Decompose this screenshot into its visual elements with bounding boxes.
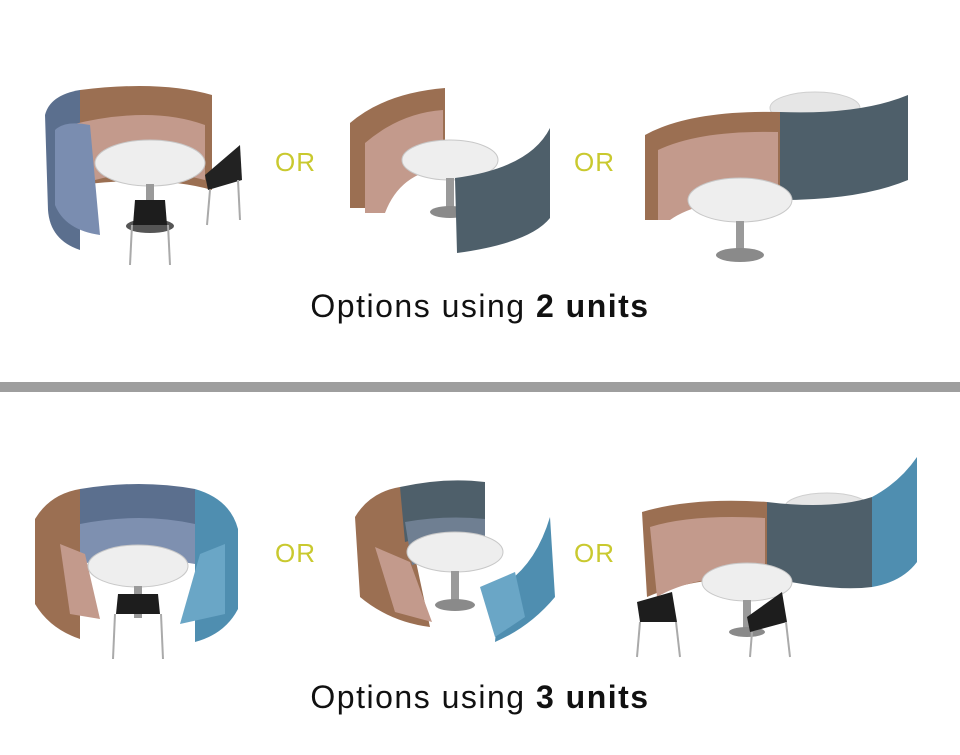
chair-right (747, 592, 787, 632)
left-seat (375, 547, 432, 622)
caption-bold: 3 units (535, 679, 650, 715)
unit-right-shell (455, 128, 550, 253)
or-separator: OR (275, 538, 316, 568)
two-unit-serpentine-booth-image (645, 91, 908, 262)
section-divider (0, 382, 960, 392)
or-separator: OR (574, 538, 615, 568)
table-stem (451, 571, 459, 603)
left-seat (60, 544, 100, 619)
table-base (435, 599, 475, 611)
table-base (716, 248, 764, 262)
chair-left (637, 592, 677, 622)
booth-seat-left (55, 123, 100, 235)
table-top (87, 544, 189, 588)
caption-three-units: Options using 3 units (0, 679, 960, 716)
unit-left-seat (650, 517, 765, 597)
chair-right (205, 145, 242, 190)
two-unit-section: OR OR Options using 2 units (0, 86, 960, 325)
or-separator: OR (574, 147, 615, 177)
table-stem (743, 600, 751, 630)
caption-prefix: Options using (310, 679, 536, 715)
two-unit-offset-booth-image (350, 88, 550, 253)
right-seat (180, 544, 225, 624)
table-top-front (687, 177, 793, 223)
right-seat (480, 572, 525, 637)
unit-right-shell (780, 95, 908, 200)
caption-prefix: Options using (310, 288, 536, 324)
three-unit-open-circle-booth-image (355, 480, 555, 642)
three-unit-section: OR OR Options using 3 units (0, 392, 960, 755)
table-top (94, 139, 206, 187)
chair-front (133, 200, 167, 225)
table-top (406, 531, 504, 573)
or-separator: OR (275, 147, 316, 177)
unit-middle-shell (767, 497, 872, 589)
table-stem (736, 221, 744, 253)
three-unit-serpentine-booth-image (636, 457, 917, 658)
caption-bold: 2 units (535, 288, 650, 324)
three-unit-full-circle-booth-image (35, 484, 238, 660)
caption-two-units: Options using 2 units (0, 288, 960, 325)
table-stem (446, 178, 454, 210)
chair-front (116, 594, 160, 614)
unit-right-shell (872, 457, 917, 587)
two-unit-closed-booth-image (45, 86, 242, 266)
